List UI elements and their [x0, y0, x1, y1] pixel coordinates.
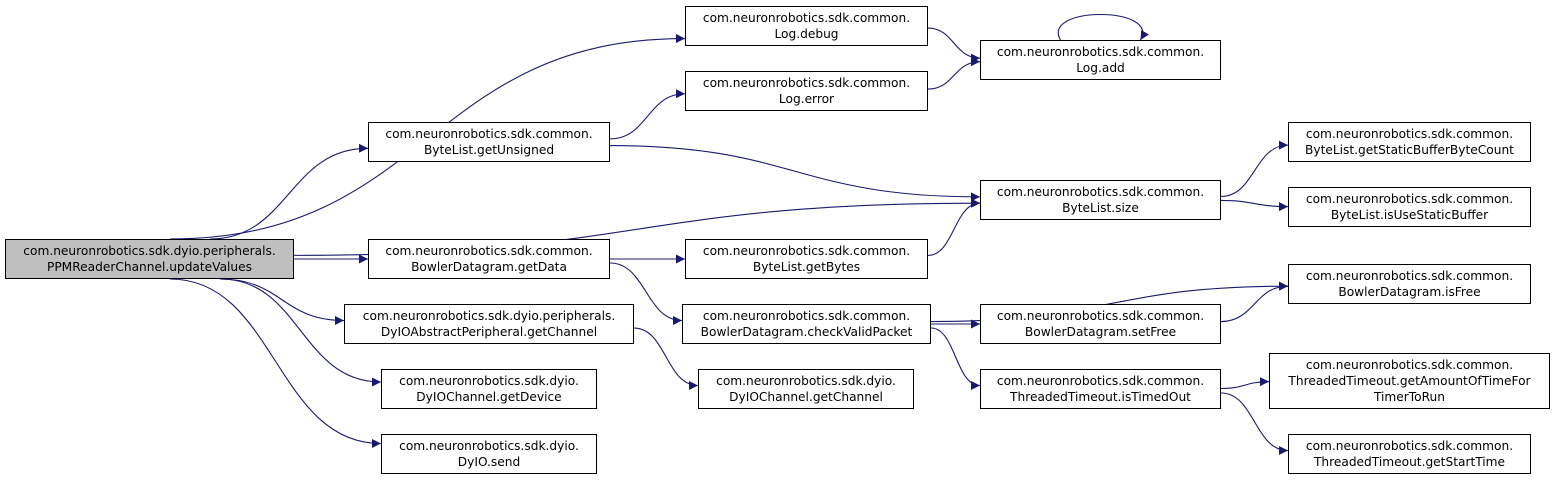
node-method: ByteList.getBytes [752, 260, 861, 274]
node-method: ByteList.isUseStaticBuffer [1330, 208, 1489, 222]
edge-bl_size-to-bl_gsbbc [1220, 140, 1289, 197]
node-dyiochannel-getdevice[interactable]: com.neuronrobotics.sdk.dyio. DyIOChannel… [381, 369, 597, 409]
edge-getunsigned-to-bl_size [609, 145, 981, 202]
node-package: com.neuronrobotics.sdk.common. [385, 244, 593, 258]
edge-tt_ito-to-tt_gaot [1220, 377, 1270, 390]
node-package: com.neuronrobotics.sdk.common. [1305, 358, 1514, 372]
node-method: BowlerDatagram.getData [411, 260, 567, 274]
node-threadedtimeout-getamountoftimefortimertorun[interactable]: com.neuronrobotics.sdk.common. ThreadedT… [1269, 353, 1550, 409]
edge-tt_ito-to-tt_gst [1220, 392, 1289, 455]
node-threadedtimeout-getstarttime[interactable]: com.neuronrobotics.sdk.common. ThreadedT… [1288, 434, 1531, 474]
node-method: ThreadedTimeout.getStartTime [1313, 455, 1506, 469]
edge-bl_size-to-bl_isusb [1220, 199, 1289, 212]
edge-root-to-dap_getch [219, 278, 345, 325]
node-package: com.neuronrobotics.sdk.dyio.peripherals. [362, 309, 616, 323]
node-package: com.neuronrobotics.sdk.common. [996, 185, 1205, 199]
node-method: DyIOAbstractPeripheral.getChannel [380, 325, 598, 339]
node-log-debug[interactable]: com.neuronrobotics.sdk.common. Log.debug [685, 6, 928, 46]
edge-log_error-to-log_add [927, 57, 981, 90]
edge-root-to-dc_getdev [219, 278, 382, 387]
node-package: com.neuronrobotics.sdk.dyio. [399, 439, 579, 453]
node-bytelist-size[interactable]: com.neuronrobotics.sdk.common. ByteList.… [980, 180, 1221, 220]
node-bytelist-getstaticbufferbytecount[interactable]: com.neuronrobotics.sdk.common. ByteList.… [1288, 122, 1531, 162]
node-method: ByteList.getUnsigned [423, 143, 555, 157]
node-package: com.neuronrobotics.sdk.common. [1305, 269, 1514, 283]
node-method: ByteList.size [1062, 201, 1139, 215]
node-bowlerdatagram-getdata[interactable]: com.neuronrobotics.sdk.common. BowlerDat… [368, 239, 610, 279]
node-package: com.neuronrobotics.sdk.common. [1305, 439, 1514, 453]
edge-bl_getbytes-to-bl_size [927, 198, 981, 256]
node-method: BowlerDatagram.isFree [1338, 285, 1481, 299]
node-dyioabstractperipheral-getchannel[interactable]: com.neuronrobotics.sdk.dyio.peripherals.… [344, 304, 634, 344]
node-package: com.neuronrobotics.sdk.common. [702, 76, 911, 90]
node-method: DyIO.send [457, 455, 521, 469]
node-bowlerdatagram-isfree[interactable]: com.neuronrobotics.sdk.common. BowlerDat… [1288, 264, 1531, 304]
edge-root-to-dyio_send [169, 278, 382, 448]
node-package: com.neuronrobotics.sdk.common. [1305, 127, 1514, 141]
node-bytelist-isusestaticbuffer[interactable]: com.neuronrobotics.sdk.common. ByteList.… [1288, 187, 1531, 227]
node-method: PPMReaderChannel.updateValues [46, 260, 252, 274]
node-package: com.neuronrobotics.sdk.dyio. [399, 374, 579, 388]
node-dyio-send[interactable]: com.neuronrobotics.sdk.dyio. DyIO.send [381, 434, 597, 474]
edge-bd_setfree-to-bd_isfree [1220, 281, 1289, 323]
node-log-error[interactable]: com.neuronrobotics.sdk.common. Log.error [685, 71, 928, 111]
node-method-continued: TimerToRun [1373, 390, 1446, 404]
node-package: com.neuronrobotics.sdk.common. [1305, 192, 1514, 206]
edge-getunsigned-to-log_error [609, 89, 686, 140]
edge-bd_getdata-to-bd_cvp [609, 262, 683, 325]
node-method: BowlerDatagram.checkValidPacket [700, 325, 913, 339]
node-method: DyIOChannel.getChannel [729, 390, 883, 404]
node-package: com.neuronrobotics.sdk.common. [702, 309, 911, 323]
node-method: ThreadedTimeout.isTimedOut [1010, 390, 1191, 404]
node-method: ThreadedTimeout.getAmountOfTimeFor [1288, 374, 1531, 388]
node-method: ByteList.getStaticBufferByteCount [1305, 143, 1514, 157]
node-method: BowlerDatagram.setFree [1024, 325, 1177, 339]
node-package: com.neuronrobotics.sdk.common. [996, 309, 1205, 323]
node-method: Log.error [778, 92, 835, 106]
node-dyiochannel-getchannel[interactable]: com.neuronrobotics.sdk.dyio. DyIOChannel… [698, 369, 914, 409]
edge-dap_getch-to-dc_getch [633, 327, 699, 390]
node-method: Log.add [1076, 61, 1125, 75]
edge-root-to-getunsigned [209, 143, 369, 240]
node-package: com.neuronrobotics.sdk.common. [702, 11, 911, 25]
node-method: Log.debug [774, 27, 839, 41]
node-package: com.neuronrobotics.sdk.common. [385, 127, 593, 141]
node-bowlerdatagram-setfree[interactable]: com.neuronrobotics.sdk.common. BowlerDat… [980, 304, 1221, 344]
node-method: DyIOChannel.getDevice [416, 390, 562, 404]
node-log-add[interactable]: com.neuronrobotics.sdk.common. Log.add [980, 40, 1221, 80]
node-bowlerdatagram-checkvalidpacket[interactable]: com.neuronrobotics.sdk.common. BowlerDat… [682, 304, 931, 344]
node-bytelist-getbytes[interactable]: com.neuronrobotics.sdk.common. ByteList.… [685, 239, 928, 279]
node-bytelist-getunsigned[interactable]: com.neuronrobotics.sdk.common. ByteList.… [368, 122, 610, 162]
edge-bd_cvp-to-tt_ito [930, 327, 981, 390]
node-package: com.neuronrobotics.sdk.common. [996, 45, 1205, 59]
node-package: com.neuronrobotics.sdk.common. [996, 374, 1205, 388]
node-threadedtimeout-istimedout[interactable]: com.neuronrobotics.sdk.common. ThreadedT… [980, 369, 1221, 409]
node-package: com.neuronrobotics.sdk.dyio. [716, 374, 896, 388]
edge-log_debug-to-log_add [927, 27, 981, 63]
edge-log_add-to-log_add [1057, 14, 1149, 41]
node-package: com.neuronrobotics.sdk.dyio.peripherals. [23, 244, 276, 258]
node-package: com.neuronrobotics.sdk.common. [702, 244, 911, 258]
node-ppmreaderchannel-updatevalues[interactable]: com.neuronrobotics.sdk.dyio.peripherals.… [5, 239, 294, 279]
